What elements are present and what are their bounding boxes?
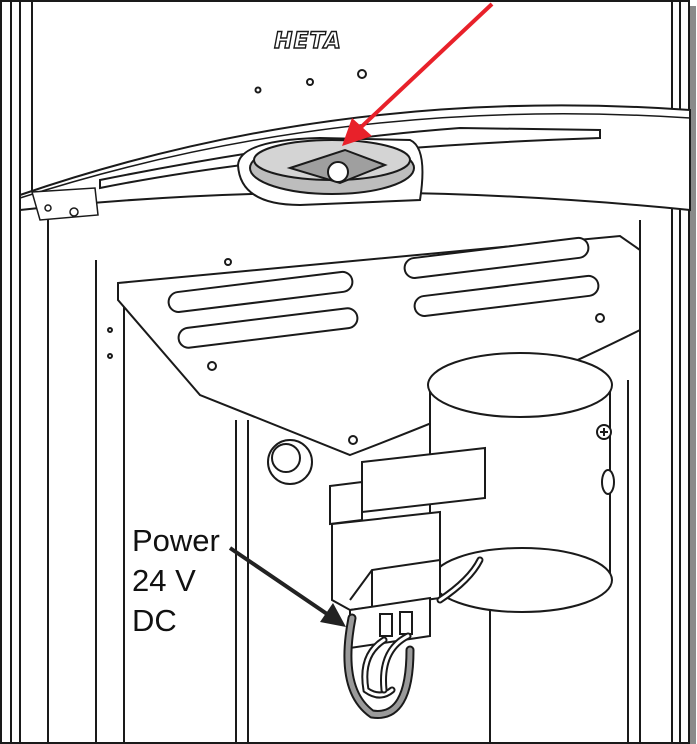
- burner-disc: [236, 136, 424, 207]
- power-arrow: [228, 546, 346, 627]
- left-hinge: [31, 187, 99, 221]
- power-cable: [343, 556, 484, 719]
- power-label-line1: Power: [132, 523, 220, 558]
- mounting-plate: [107, 234, 641, 457]
- motor-cylinder: [427, 352, 615, 613]
- side-hole: [267, 439, 313, 485]
- power-label: Power 24 V DC: [132, 521, 220, 641]
- connector-block: [329, 446, 486, 650]
- power-label-line2: 24 V: [132, 563, 196, 598]
- power-label-line3: DC: [132, 603, 177, 638]
- heta-logo: HETA: [274, 29, 342, 54]
- highlight-arrow: [342, 2, 494, 146]
